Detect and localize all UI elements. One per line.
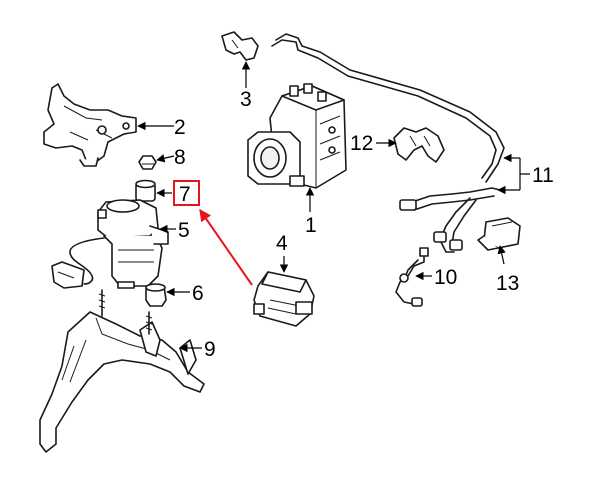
clamp-part-12 [393, 127, 445, 163]
abs-unit-part-1 [247, 83, 347, 189]
leader-lines [137, 61, 530, 353]
highlight-arrow [199, 209, 253, 286]
nut-part-8 [138, 155, 157, 170]
callout-10: 10 [434, 266, 457, 289]
callout-6: 6 [192, 282, 204, 305]
bushing-part-7 [135, 179, 156, 202]
callout-3: 3 [240, 88, 252, 111]
callout-8: 8 [174, 146, 186, 169]
bracket-part-13 [477, 217, 521, 251]
callout-13: 13 [496, 272, 519, 295]
callout-7: 7 [179, 183, 191, 206]
callout-2: 2 [174, 116, 186, 139]
callout-labels: 1 2 3 4 5 6 7 8 9 10 11 12 13 [174, 88, 554, 361]
callout-5: 5 [178, 219, 190, 242]
bracket-part-2 [43, 83, 137, 167]
grommet-part-6 [145, 283, 167, 307]
callout-1: 1 [305, 214, 317, 237]
highlight-part-7 [173, 180, 253, 286]
brake-line [271, 33, 505, 183]
sensor-module-part-4 [253, 271, 315, 327]
callout-9: 9 [204, 338, 216, 361]
callout-4: 4 [276, 232, 288, 255]
sensor-harness-part-10 [395, 247, 429, 307]
callout-11: 11 [532, 164, 554, 187]
wiring-harness-part-11 [399, 187, 501, 253]
callout-12: 12 [350, 132, 373, 155]
clip-part-3 [221, 31, 259, 61]
vacuum-pump-part-5 [51, 199, 169, 289]
highlight-box [173, 180, 200, 206]
bracket-part-9 [39, 289, 205, 453]
